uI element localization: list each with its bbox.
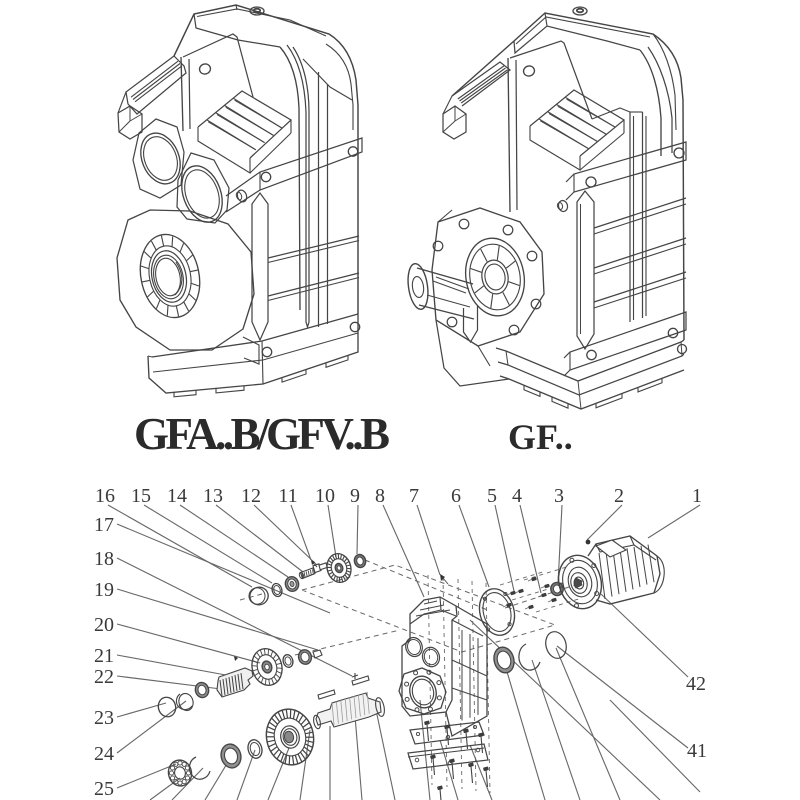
- svg-text:21: 21: [94, 645, 114, 667]
- svg-text:8: 8: [375, 485, 385, 507]
- svg-text:1: 1: [692, 485, 702, 507]
- svg-text:9: 9: [350, 485, 360, 507]
- svg-text:22: 22: [94, 666, 114, 688]
- svg-text:16: 16: [95, 485, 115, 507]
- svg-text:13: 13: [203, 485, 223, 507]
- svg-text:11: 11: [278, 485, 297, 507]
- svg-text:15: 15: [131, 485, 151, 507]
- svg-text:GF..: GF..: [508, 417, 573, 457]
- svg-text:4: 4: [512, 485, 522, 507]
- svg-text:24: 24: [94, 743, 114, 765]
- svg-text:6: 6: [451, 485, 461, 507]
- svg-text:23: 23: [94, 707, 114, 729]
- svg-text:12: 12: [241, 485, 261, 507]
- svg-text:17: 17: [94, 514, 114, 536]
- svg-text:2: 2: [614, 485, 624, 507]
- svg-text:20: 20: [94, 614, 114, 636]
- svg-text:5: 5: [487, 485, 497, 507]
- svg-text:10: 10: [315, 485, 335, 507]
- svg-text:GFA..B/GFV..B: GFA..B/GFV..B: [134, 409, 390, 459]
- svg-text:19: 19: [94, 579, 114, 601]
- svg-text:41: 41: [687, 740, 707, 762]
- svg-text:18: 18: [94, 548, 114, 570]
- svg-text:42: 42: [686, 673, 706, 695]
- svg-text:7: 7: [409, 485, 419, 507]
- svg-text:25: 25: [94, 778, 114, 800]
- svg-text:3: 3: [554, 485, 564, 507]
- svg-text:14: 14: [167, 485, 187, 507]
